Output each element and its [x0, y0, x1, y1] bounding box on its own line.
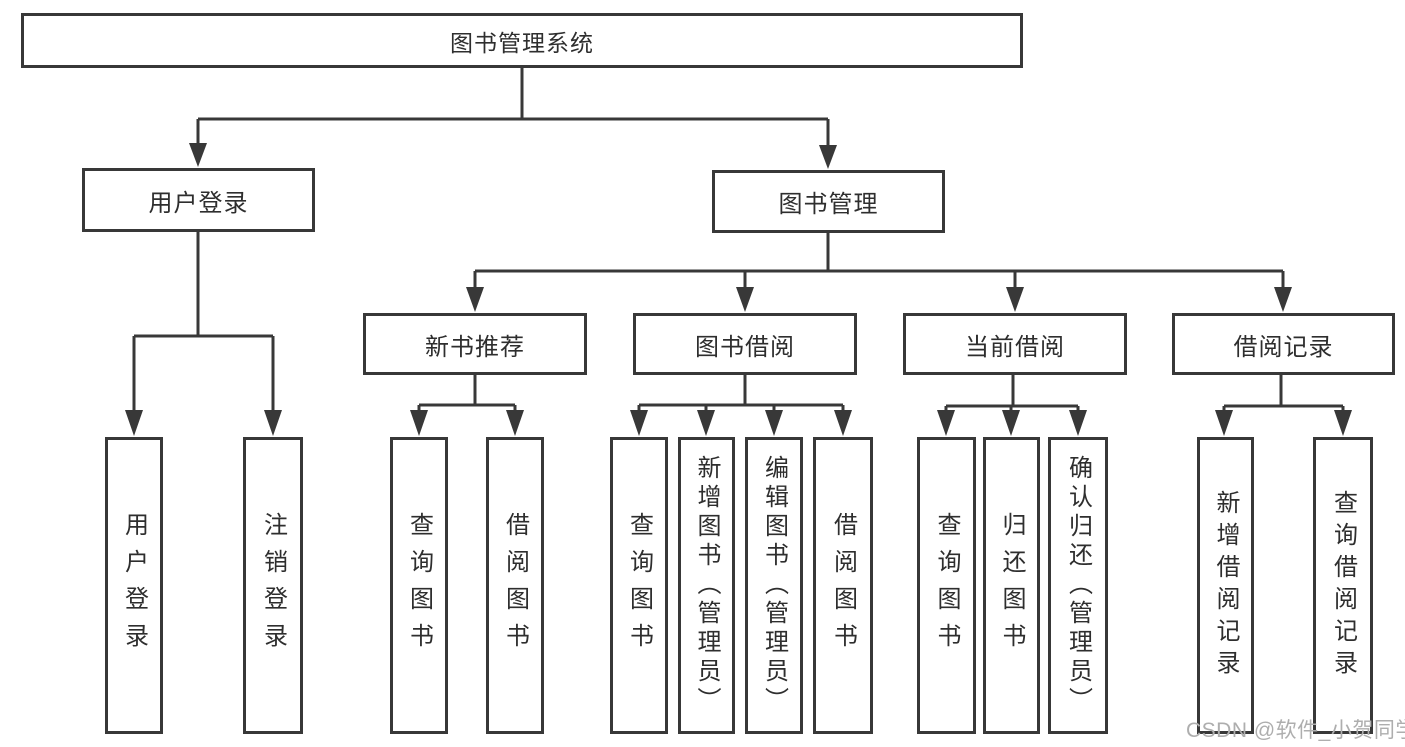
- node-label: 用户登录: [148, 189, 249, 217]
- leaf-rec-borrow-books: 借阅图书: [486, 437, 544, 734]
- leaf-label: 借阅图书: [501, 511, 529, 660]
- csdn-watermark: CSDN @软件_小贺同学: [1186, 719, 1405, 742]
- leaf-bb-edit-books-admin: 编辑图书（管理员）: [745, 437, 803, 734]
- tree-connector-wires: [132, 68, 1345, 414]
- node-book-borrowing: 图书借阅: [633, 313, 857, 375]
- node-label: 图书管理系统: [450, 29, 594, 56]
- node-label: 借阅记录: [1233, 333, 1334, 361]
- leaf-label: 用户登录: [120, 511, 148, 660]
- node-book-management: 图书管理: [712, 170, 945, 233]
- leaf-label: 编辑图书（管理员）: [760, 455, 788, 716]
- leaf-rec-query-books: 查询图书: [390, 437, 448, 734]
- node-library-management-system: 图书管理系统: [21, 13, 1023, 68]
- arrowhead-triangles: [125, 143, 1352, 436]
- leaf-label: 归还图书: [998, 511, 1025, 660]
- node-label: 图书管理: [778, 191, 879, 218]
- leaf-cb-return-books: 归还图书: [983, 437, 1040, 734]
- leaf-cb-query-books: 查询图书: [917, 437, 976, 734]
- node-label: 图书借阅: [695, 333, 795, 361]
- leaf-label: 查询图书: [625, 511, 653, 660]
- node-label: 当前借阅: [965, 333, 1065, 361]
- leaf-cb-confirm-return-admin: 确认归还（管理员）: [1048, 437, 1108, 734]
- leaf-bb-add-books-admin: 新增图书（管理员）: [678, 437, 735, 734]
- leaf-label: 查询借阅记录: [1329, 489, 1357, 682]
- leaf-label: 查询图书: [405, 511, 433, 660]
- leaf-logout-login: 注销登录: [243, 437, 303, 734]
- leaf-user-login: 用户登录: [105, 437, 163, 734]
- leaf-bb-query-books: 查询图书: [610, 437, 668, 734]
- node-label: 新书推荐: [425, 333, 525, 361]
- node-new-book-recommend: 新书推荐: [363, 313, 587, 375]
- leaf-br-add-record: 新增借阅记录: [1197, 437, 1254, 734]
- node-current-borrowing: 当前借阅: [903, 313, 1127, 375]
- leaf-label: 借阅图书: [829, 511, 857, 660]
- leaf-label: 查询图书: [933, 511, 960, 660]
- leaf-bb-borrow-books: 借阅图书: [813, 437, 873, 734]
- leaf-br-query-record: 查询借阅记录: [1313, 437, 1373, 734]
- node-borrowing-records: 借阅记录: [1172, 313, 1395, 375]
- leaf-label: 注销登录: [259, 511, 287, 660]
- leaf-label: 新增借阅记录: [1212, 489, 1239, 682]
- leaf-label: 新增图书（管理员）: [693, 455, 720, 716]
- node-user-login: 用户登录: [82, 168, 315, 232]
- leaf-label: 确认归还（管理员）: [1064, 455, 1092, 716]
